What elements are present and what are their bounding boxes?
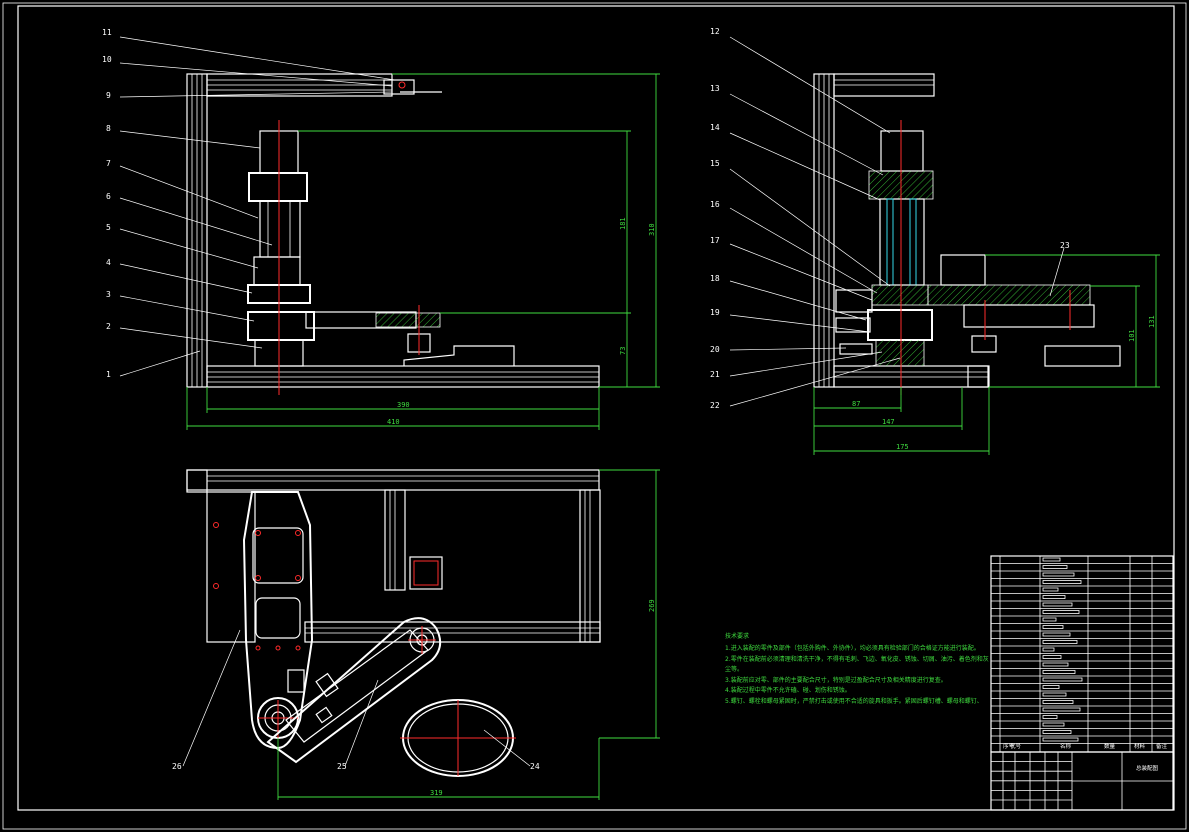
dim-131: 131 [1148,315,1156,328]
part-label-3: 3 [106,290,111,299]
part-label-26: 26 [172,762,182,771]
part-label-13: 13 [710,84,720,93]
part-label-14: 14 [710,123,720,132]
part-label-2: 2 [106,322,111,331]
dim-147: 147 [882,418,895,426]
bom-cell-text [1042,647,1055,652]
inner-border [17,5,1175,811]
tech-note-1: 1.进入装配的零件及部件（包括外购件、外协件），均必须具有检验部门的合格证方能进… [725,644,980,652]
part-label-15: 15 [710,159,720,168]
bom-cell-text [1042,610,1080,614]
part-label-24: 24 [530,762,540,771]
dim-101: 101 [1128,329,1136,342]
bom-cell-text [1042,685,1060,689]
part-label-9: 9 [106,91,111,100]
bom-cell-text [1042,565,1068,569]
bom-header-name: 名称 [1060,742,1072,750]
part-label-19: 19 [710,308,720,317]
bom-cell-text [1042,730,1072,734]
bom-cell-text [1042,670,1076,674]
tech-note-3: 尘等。 [725,665,743,673]
bom-header-material: 材料 [1134,742,1146,750]
parts-list-table: 序号 代号 名称 数量 材料 备注 [990,555,1174,753]
part-label-18: 18 [710,274,720,283]
dim-73: 73 [619,347,627,355]
top-dimensions: 319 269 [277,469,660,800]
drawing-title: 总装配图 [1136,764,1159,772]
bom-cell-text [1042,632,1071,637]
part-label-23: 23 [1060,241,1070,250]
part-label-20: 20 [710,345,720,354]
bom-cell-text [1042,572,1075,577]
tech-note-4: 3.装配前应对零、部件的主要配合尺寸，特别是过盈配合尺寸及相关精度进行复查。 [725,676,947,684]
bom-cell-text [1042,595,1066,599]
top-view [186,469,601,777]
dim-410: 410 [387,418,400,426]
bom-cell-text [1042,640,1078,644]
part-label-10: 10 [102,55,112,64]
bom-cell-text [1042,700,1074,704]
bom-cell-text [1042,617,1057,622]
part-label-6: 6 [106,192,111,201]
bom-header-no: 序号 [1003,742,1015,750]
bom-cell-text [1042,707,1081,712]
part-label-1: 1 [106,370,111,379]
bom-cell-text [1042,580,1082,584]
part-label-12: 12 [710,27,720,36]
side-dimensions: 87 147 175 101 131 [813,254,1160,455]
bom-cell-text [1042,715,1058,719]
side-view [813,73,1121,395]
technical-notes: 技术要求 1.进入装配的零件及部件（包括外购件、外协件），均必须具有检验部门的合… [725,632,989,705]
bom-cell-text [1042,557,1061,562]
bom-header-qty: 数量 [1104,742,1116,750]
part-label-25: 25 [337,762,347,771]
bom-cell-text [1042,625,1064,629]
bom-header-note: 备注 [1156,742,1168,750]
bom-cell-text [1042,722,1065,727]
dim-175: 175 [896,443,909,451]
bom-cell-text [1042,662,1069,667]
title-block: 总装配图 [990,751,1174,811]
dim-310: 310 [648,223,656,236]
front-dimensions: 390 410 181 310 73 [186,73,660,430]
bom-cell-text [1042,692,1067,697]
bom-cell-text [1042,677,1083,682]
bom-cell-text [1042,655,1062,659]
tech-notes-heading: 技术要求 [725,632,749,640]
part-label-11: 11 [102,28,112,37]
top-leaders [182,629,531,767]
tech-note-5: 4.装配过程中零件不允许磕、碰、划伤和锈蚀。 [725,686,851,694]
front-leaders [119,36,396,377]
part-label-22: 22 [710,401,720,410]
bom-cell-text [1042,602,1073,607]
part-label-4: 4 [106,258,111,267]
bom-cell-text [1042,587,1059,592]
tech-note-2: 2.零件在装配前必须清理和清洗干净，不得有毛刺、飞边、氧化皮、锈蚀、切屑、油污、… [725,655,989,663]
dim-87: 87 [852,400,860,408]
dim-181: 181 [619,217,627,230]
bom-header-code: 代号 [1010,742,1022,750]
dim-269: 269 [648,599,656,612]
part-label-16: 16 [710,200,720,209]
part-label-5: 5 [106,223,111,232]
side-leaders [729,36,1065,407]
bom-cell-text [1042,737,1079,742]
part-label-7: 7 [106,159,111,168]
part-label-21: 21 [710,370,720,379]
dim-319: 319 [430,789,443,797]
front-view [186,73,600,395]
part-labels: 11 10 9 8 7 6 5 4 3 2 1 12 13 14 15 16 1… [102,27,1070,771]
dim-390: 390 [397,401,410,409]
part-label-17: 17 [710,236,720,245]
part-label-8: 8 [106,124,111,133]
tech-note-6: 5.螺钉、螺栓和螺母紧固时，严禁打击或使用不合适的旋具和扳手。紧固后螺钉槽、螺母… [725,697,983,705]
